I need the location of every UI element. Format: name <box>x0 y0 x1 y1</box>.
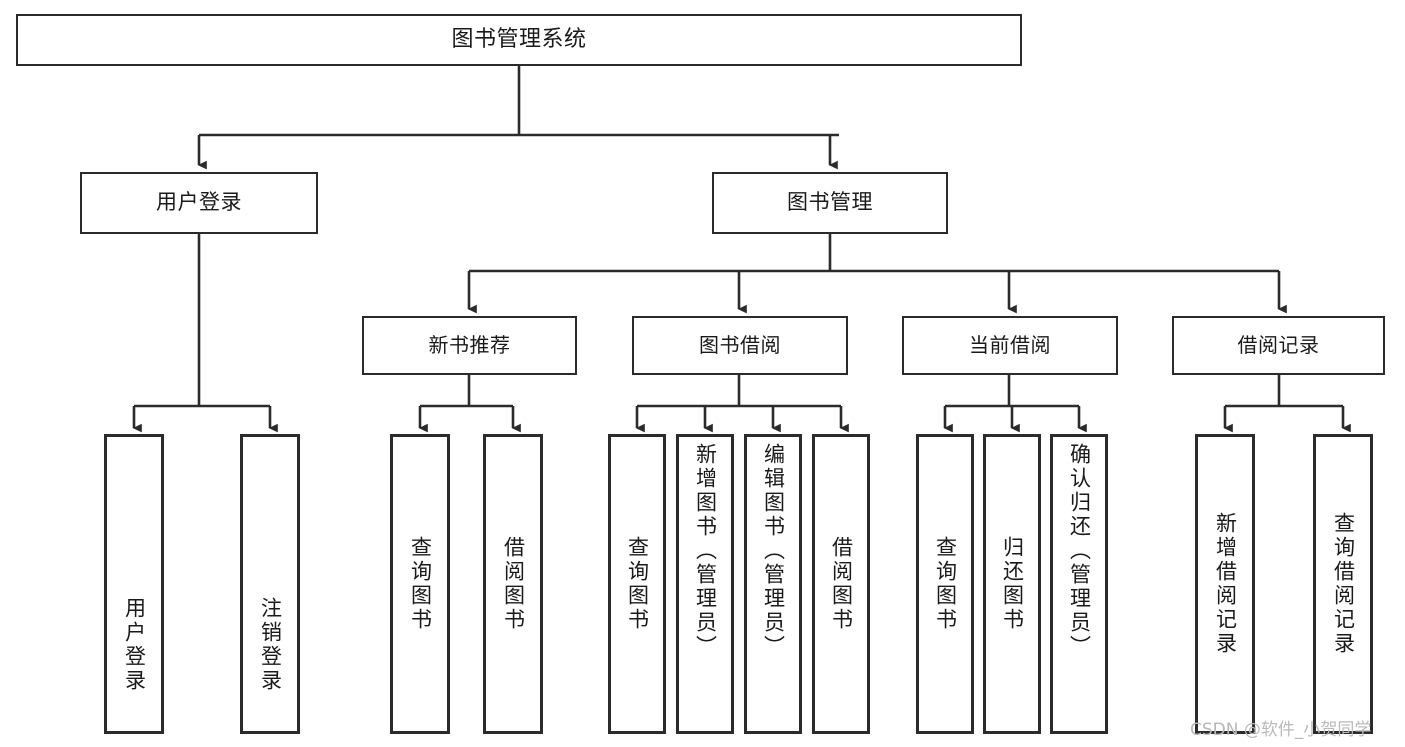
node-leaf-query-book-1-label: 查询图书 <box>408 536 433 632</box>
node-book-borrow[interactable]: 图书借阅 <box>632 316 848 375</box>
node-root-label: 图书管理系统 <box>451 26 587 52</box>
node-leaf-add-book-admin[interactable]: 新增图书（管理员） <box>676 434 734 734</box>
node-leaf-query-book-2[interactable]: 查询图书 <box>608 434 666 734</box>
node-leaf-query-book-3[interactable]: 查询图书 <box>916 434 974 734</box>
node-leaf-edit-book-admin-label: 编辑图书（管理员） <box>761 443 786 659</box>
node-leaf-query-book-2-label: 查询图书 <box>625 536 650 632</box>
node-leaf-add-borrow-record[interactable]: 新增借阅记录 <box>1195 434 1255 734</box>
node-leaf-user-logout[interactable]: 注销登录 <box>240 434 300 734</box>
node-leaf-return-book-label: 归还图书 <box>1000 536 1025 632</box>
node-root[interactable]: 图书管理系统 <box>16 14 1022 66</box>
node-leaf-add-borrow-record-label: 新增借阅记录 <box>1213 512 1238 656</box>
node-book-manage-label: 图书管理 <box>787 190 873 215</box>
node-current-borrow[interactable]: 当前借阅 <box>902 316 1118 375</box>
node-user-login-label: 用户登录 <box>156 190 242 215</box>
node-borrow-record-label: 借阅记录 <box>1237 333 1320 358</box>
node-leaf-borrow-book-1[interactable]: 借阅图书 <box>483 434 543 734</box>
node-current-borrow-label: 当前借阅 <box>969 333 1051 358</box>
node-leaf-query-borrow-record-label: 查询借阅记录 <box>1331 512 1356 656</box>
node-leaf-borrow-book-2-label: 借阅图书 <box>829 536 854 632</box>
node-leaf-query-book-3-label: 查询图书 <box>933 536 958 632</box>
watermark-text: CSDN @软件_小贺同学 <box>1190 720 1372 740</box>
node-book-borrow-label: 图书借阅 <box>699 333 781 358</box>
node-new-book-recommend-label: 新书推荐 <box>428 333 511 358</box>
node-borrow-record[interactable]: 借阅记录 <box>1172 316 1385 375</box>
node-book-manage[interactable]: 图书管理 <box>712 172 948 234</box>
node-leaf-query-borrow-record[interactable]: 查询借阅记录 <box>1313 434 1373 734</box>
node-new-book-recommend[interactable]: 新书推荐 <box>362 316 577 375</box>
node-leaf-return-book[interactable]: 归还图书 <box>983 434 1041 734</box>
node-leaf-user-login-label: 用户登录 <box>122 597 147 693</box>
node-leaf-confirm-return-admin-label: 确认归还（管理员） <box>1067 443 1092 659</box>
node-leaf-add-book-admin-label: 新增图书（管理员） <box>693 443 718 659</box>
node-leaf-query-book-1[interactable]: 查询图书 <box>390 434 450 734</box>
node-user-login[interactable]: 用户登录 <box>80 172 318 234</box>
node-leaf-edit-book-admin[interactable]: 编辑图书（管理员） <box>744 434 802 734</box>
node-leaf-confirm-return-admin[interactable]: 确认归还（管理员） <box>1050 434 1108 734</box>
node-leaf-borrow-book-1-label: 借阅图书 <box>501 536 526 632</box>
node-leaf-user-logout-label: 注销登录 <box>258 597 283 693</box>
node-leaf-borrow-book-2[interactable]: 借阅图书 <box>812 434 870 734</box>
node-leaf-user-login[interactable]: 用户登录 <box>104 434 164 734</box>
